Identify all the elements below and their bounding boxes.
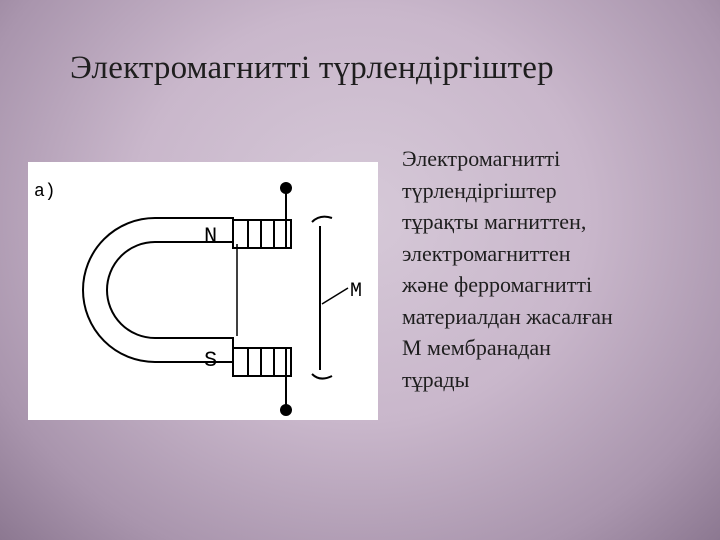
description-text: Электромагнитті түрлендіргіштер тұрақты … <box>402 143 702 395</box>
membrane-bottom-bracket <box>311 373 333 380</box>
description-line: тұрады <box>402 366 470 392</box>
horseshoe-magnet <box>82 217 234 363</box>
description-line: Электромагнитті <box>402 146 561 171</box>
description-line: және ферромагнитті <box>402 272 593 297</box>
top-terminal <box>280 182 292 194</box>
description-line: материалдан жасалған <box>402 303 613 329</box>
north-label: N <box>204 224 217 249</box>
south-coil <box>232 347 292 377</box>
description-line: М мембранадан <box>402 335 551 360</box>
magnet-diagram: а) N S М <box>28 162 378 420</box>
membrane-top-bracket <box>311 215 333 223</box>
south-label: S <box>204 348 217 373</box>
panel-label: а) <box>34 182 56 202</box>
membrane-pointer <box>321 287 349 305</box>
description-line: түрлендіргіштер <box>402 177 557 203</box>
description-line: электромагниттен <box>402 240 571 266</box>
bottom-terminal <box>280 404 292 416</box>
description-line: тұрақты магниттен, <box>402 209 587 234</box>
slide-title: Электромагнитті түрлендіргіштер <box>70 50 554 86</box>
membrane-label: М <box>350 280 362 303</box>
north-coil <box>232 219 292 249</box>
